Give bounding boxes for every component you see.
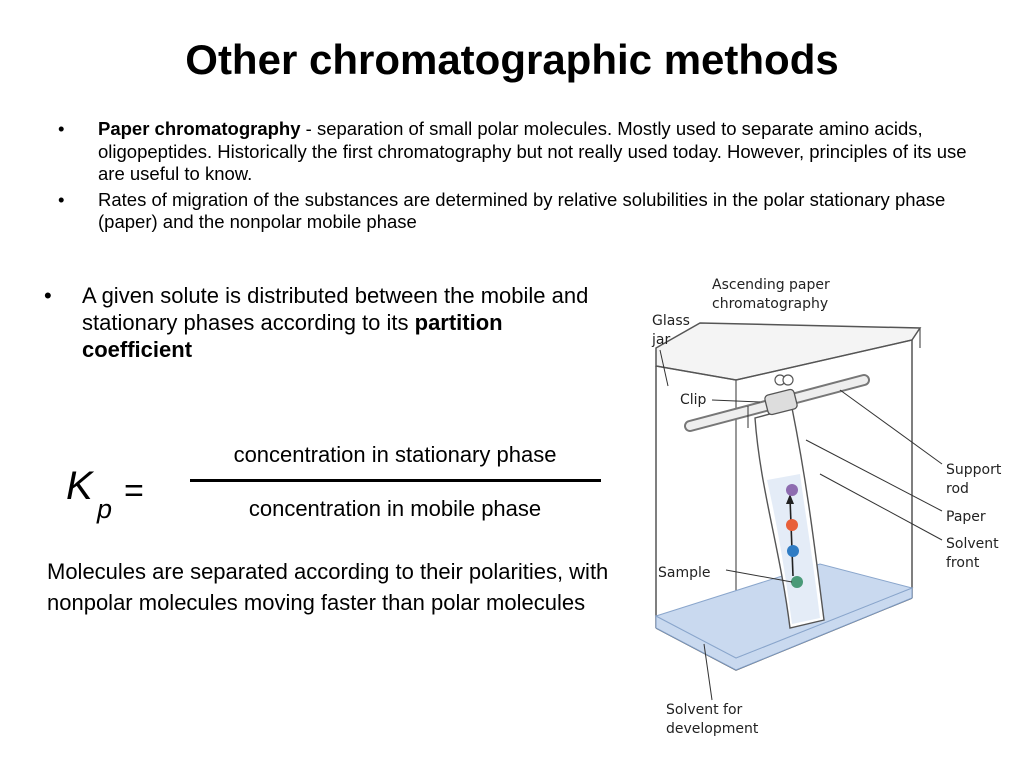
leader-lines — [659, 349, 943, 701]
bullet-bold-term: Paper chromatography — [98, 118, 301, 139]
bullet-marker: • — [58, 188, 65, 210]
label-sample: Sample — [658, 565, 711, 581]
bullet-bold-term: partition coefficient — [82, 310, 503, 362]
formula-denominator: concentration in mobile phase — [248, 496, 542, 521]
spot-blue — [787, 545, 799, 557]
bullet-partition-coefficient: • A given solute is distributed between … — [44, 282, 614, 363]
partition-bullet-list: • A given solute is distributed between … — [44, 282, 614, 363]
label-clip: Clip — [680, 392, 707, 408]
separation-paragraph: Molecules are separated according to the… — [47, 559, 609, 615]
label-solvent-dev-2: development — [666, 721, 759, 737]
formula-numerator: concentration in stationary phase — [233, 442, 557, 467]
bullet-text: Rates of migration of the substances are… — [98, 188, 946, 233]
label-solvent-front-1: Solvent — [946, 536, 999, 552]
label-glass-jar-1: Glass — [652, 313, 690, 329]
diagram-title-line1: Ascending paper — [712, 277, 830, 293]
migration-arrowhead — [786, 494, 794, 504]
label-solvent-dev-1: Solvent for — [666, 702, 743, 718]
top-bullet-list: • Paper chromatography - separation of s… — [58, 118, 988, 237]
spot-purple — [786, 484, 798, 496]
spot-orange — [786, 519, 798, 531]
formula-equals: = — [124, 472, 144, 510]
diagram-title-line2: chromatography — [712, 296, 828, 312]
spot-sample — [791, 576, 803, 588]
clip-icon — [764, 374, 798, 416]
bullet-migration-rates: • Rates of migration of the substances a… — [58, 189, 988, 234]
formula-subscript: p — [97, 494, 113, 524]
bullet-text: - separation of small polar molecules. M… — [98, 118, 967, 184]
paper-chromatography-diagram: Ascending paper chromatography — [651, 277, 1002, 737]
bullet-marker: • — [58, 118, 65, 139]
formula-symbol: K — [66, 464, 93, 508]
migration-arrow — [789, 497, 794, 577]
slide-title: Other chromatographic methods — [185, 36, 839, 83]
bullet-marker: • — [44, 283, 52, 308]
bullet-text: A given solute is distributed between th… — [82, 283, 589, 335]
label-support-rod-2: rod — [946, 481, 969, 497]
label-paper: Paper — [946, 509, 986, 525]
label-support-rod-1: Support — [946, 462, 1002, 478]
bullet-paper-chromatography: • Paper chromatography - separation of s… — [58, 118, 988, 186]
label-solvent-front-2: front — [946, 555, 980, 571]
label-glass-jar-2: jar — [651, 332, 670, 348]
fraction-bar — [190, 479, 601, 482]
solvent-surface — [654, 563, 914, 659]
